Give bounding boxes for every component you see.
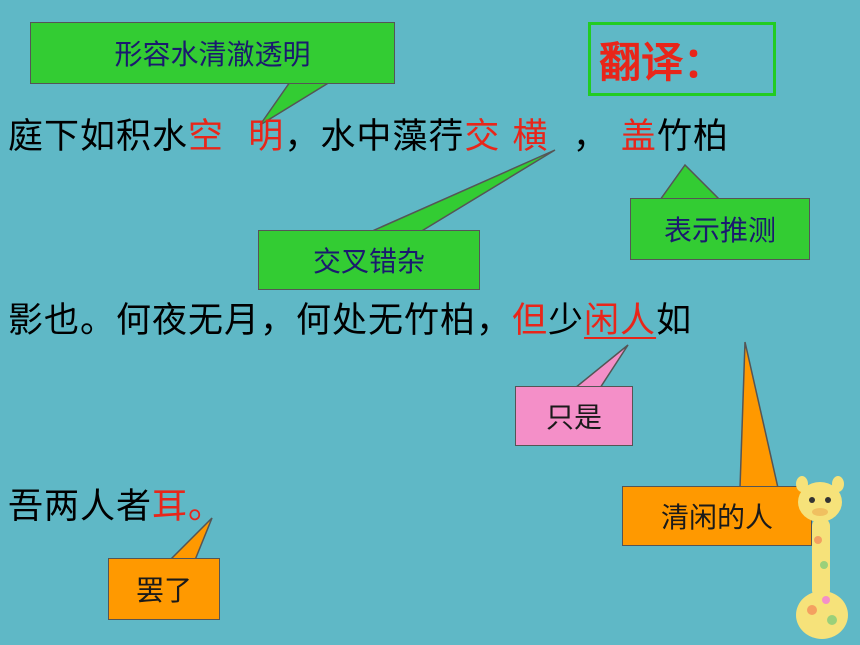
callout-er: 罢了	[108, 558, 220, 620]
text-line-2: 影也。何夜无月，何处无竹柏，但少闲人如	[8, 292, 692, 343]
pointer-gai	[658, 163, 722, 201]
text-segment: ，水中藻荇	[284, 117, 465, 157]
text-segment: 竹柏	[656, 117, 729, 157]
pointer-dan	[572, 344, 629, 389]
highlight-gai: 盖	[620, 117, 657, 157]
highlight-heng: 横	[512, 117, 549, 157]
highlight-kong: 空	[188, 117, 225, 157]
page-title: 翻译：	[588, 22, 776, 96]
text-segment: 少	[548, 301, 585, 341]
text-line-1: 庭下如积水空 明，水中藻荇交 横 ， 盖竹柏	[8, 108, 729, 159]
pointer-jiao-heng	[369, 149, 556, 233]
callout-xian-ren: 清闲的人	[622, 486, 812, 546]
highlight-dan: 但	[512, 301, 549, 341]
callout-kong-ming: 形容水清澈透明	[30, 22, 395, 84]
pointer-xian-ren	[739, 341, 779, 489]
text-line-3: 吾两人者耳。	[8, 478, 224, 529]
highlight-jiao: 交	[464, 117, 501, 157]
text-segment: ，	[572, 117, 609, 157]
text-segment: 。	[188, 487, 225, 527]
text-segment: 影也。何夜无月，何处无竹柏，	[8, 301, 513, 341]
text-segment: 庭下如积水	[8, 117, 189, 157]
giraffe-decoration-icon	[796, 476, 848, 639]
callout-gai: 表示推测	[630, 198, 810, 260]
highlight-er: 耳	[152, 487, 189, 527]
highlight-ming: 明	[248, 117, 285, 157]
callout-jiao-heng: 交叉错杂	[258, 230, 480, 290]
callout-dan: 只是	[515, 386, 633, 446]
highlight-xian-ren: 闲人	[584, 301, 657, 341]
text-segment: 吾两人者	[8, 487, 153, 527]
text-segment: 如	[656, 301, 693, 341]
